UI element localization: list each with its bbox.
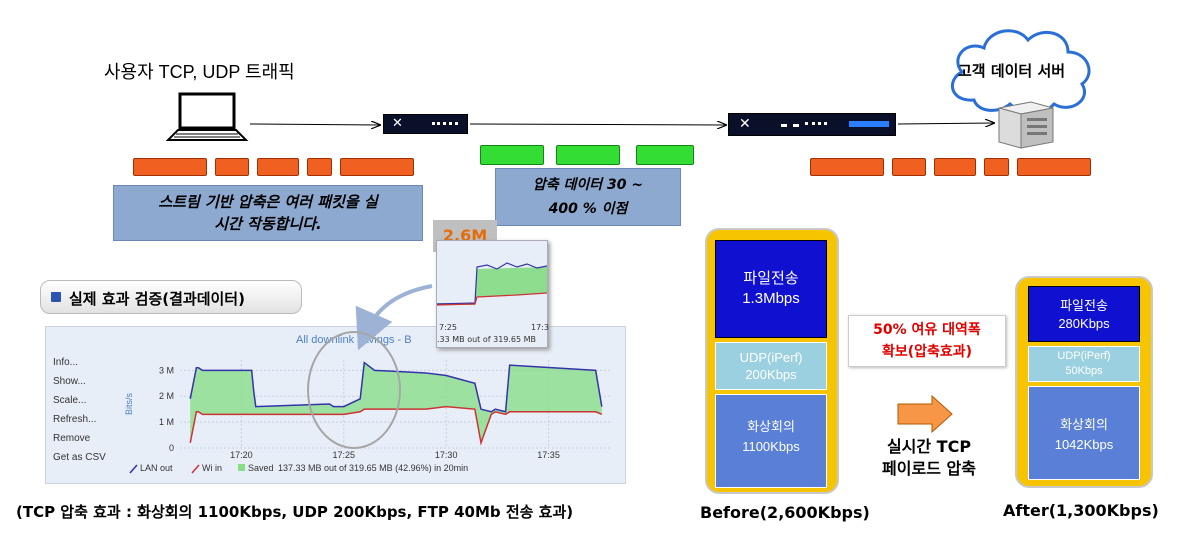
compression-appliance-small: ✕ <box>383 114 468 134</box>
result-heading: 실제 효과 검증(결과데이터) <box>40 280 302 314</box>
compressed-packet <box>636 145 694 165</box>
saved-summary: 137.33 MB out of 319.65 MB (42.96%) in 2… <box>278 463 468 473</box>
zoom-tick-left: 7:25 <box>439 323 457 332</box>
after-label: After(1,300Kbps) <box>1003 501 1159 520</box>
legend-item: LAN out <box>140 463 173 473</box>
packet <box>934 158 976 176</box>
packet <box>215 158 249 176</box>
packet <box>307 158 332 176</box>
flow-arrows <box>249 110 1194 140</box>
lan-out-line <box>189 361 603 413</box>
menu-info[interactable]: Info... <box>53 357 79 368</box>
menu-show[interactable]: Show... <box>53 376 86 387</box>
y-tick-label: 3 M <box>159 365 174 375</box>
menu-remove[interactable]: Remove <box>53 433 91 444</box>
before-udp: UDP(iPerf)200Kbps <box>715 342 827 390</box>
bandwidth-gain-box: 50% 여유 대역폭 확보(압축효과) <box>848 315 1006 367</box>
wan-in-line <box>189 405 603 446</box>
x-tick-label: 17:35 <box>537 450 560 460</box>
x-tick-label: 17:20 <box>230 450 253 460</box>
server-icon <box>998 101 1054 149</box>
after-udp: UDP(iPerf)50Kbps <box>1028 346 1140 382</box>
packet <box>133 158 207 176</box>
compression-benefit-callout: 압축 데이터 30 ~ 400 % 이점 <box>495 168 681 226</box>
legend-swatch <box>238 464 245 471</box>
downlink-savings-chart: 0 1 M 2 M 3 M Bits/s 17:20 17:25 17:30 17:35LAN … <box>124 360 610 474</box>
source-label: 사용자 TCP, UDP 트래픽 <box>104 62 295 82</box>
legend-swatch <box>129 464 138 474</box>
menu-refresh[interactable]: Refresh... <box>53 414 97 425</box>
compressed-packet <box>556 145 620 165</box>
y-tick-label: 2 M <box>159 391 174 401</box>
zoom-tick-right: 17:3 <box>531 323 549 332</box>
y-tick-label: 0 <box>169 443 174 453</box>
packet <box>984 158 1009 176</box>
menu-scale[interactable]: Scale... <box>53 395 87 406</box>
y-axis-label: Bits/s <box>124 393 134 416</box>
zoom-inset: 7:25 17:3 .33 MB out of 319.65 MB <box>436 240 549 348</box>
zoom-connector <box>307 284 433 449</box>
legend-item: Wi in <box>202 463 222 473</box>
heading-bullet <box>51 292 61 302</box>
zoom-footer: .33 MB out of 319.65 MB <box>437 335 537 344</box>
x-tick-label: 17:25 <box>333 450 356 460</box>
saved-area <box>190 362 602 443</box>
zoom-inset-plot <box>437 262 547 306</box>
right-arrow-icon <box>897 394 953 434</box>
packet <box>892 158 926 176</box>
y-tick-label: 1 M <box>159 417 174 427</box>
packet <box>257 158 299 176</box>
legend-swatch <box>191 464 200 474</box>
stream-compression-callout: 스트림 기반 압축은 여러 패킷을 실 시간 작동합니다. <box>113 185 423 241</box>
compression-appliance-large: ✕ <box>728 113 896 136</box>
before-label: Before(2,600Kbps) <box>700 503 870 522</box>
laptop-icon <box>166 92 249 141</box>
x-tick-label: 17:30 <box>435 450 458 460</box>
packet <box>810 158 884 176</box>
legend-item: Saved <box>248 463 274 473</box>
arrow-caption: 실시간 TCP 페이로드 압축 <box>882 437 976 478</box>
packet <box>340 158 414 176</box>
result-caption: (TCP 압축 효과 : 화상회의 1100Kbps, UDP 200Kbps,… <box>16 503 574 521</box>
server-label: 고객 데이터 서버 <box>958 62 1066 80</box>
packet <box>1017 158 1091 176</box>
menu-get-csv[interactable]: Get as CSV <box>53 452 106 463</box>
compressed-packet <box>480 145 544 165</box>
